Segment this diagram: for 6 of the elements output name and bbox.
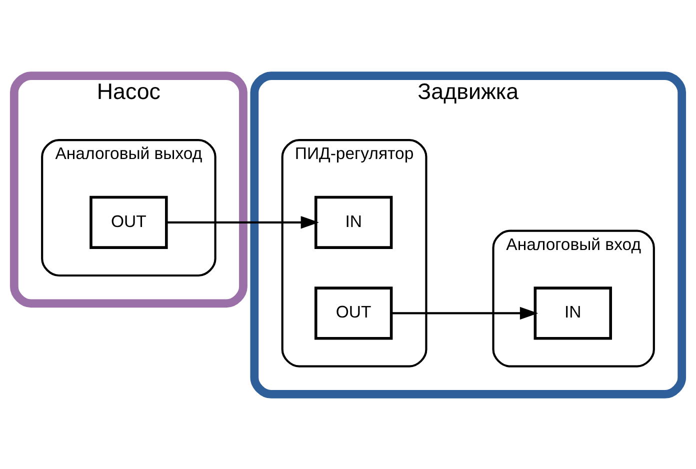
arrow [392, 306, 538, 320]
node-box: OUT [90, 195, 168, 248]
node-box: IN [534, 286, 612, 340]
node-box: IN [314, 195, 393, 248]
node-box: OUT [314, 286, 393, 340]
arrow [166, 216, 319, 228]
